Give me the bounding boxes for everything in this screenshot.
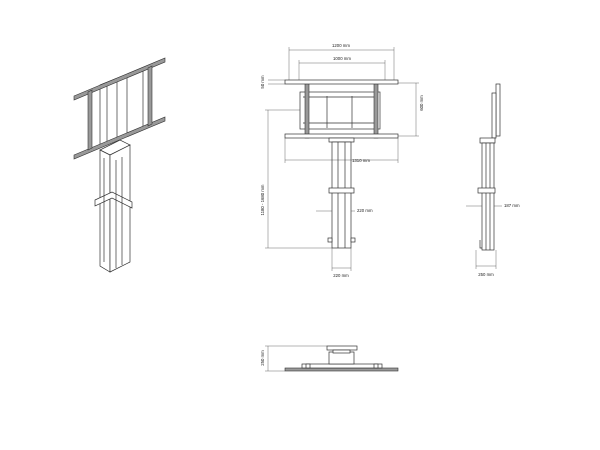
dim-top-depth: 250 mm: [260, 350, 265, 366]
dim-column-depth: 187 mm: [504, 203, 520, 208]
top-view: 250 mm: [260, 345, 399, 372]
side-view: 187 mm 250 mm: [466, 83, 520, 277]
dim-height-range: 1180 - 1680 mm: [260, 184, 265, 215]
dim-width-outer: 1200 mm: [332, 43, 350, 48]
dim-bar-height: 50 mm: [260, 75, 265, 89]
dim-column-width-mid: 220 mm: [357, 208, 373, 213]
dim-width-inner: 1000 mm: [333, 56, 351, 61]
isometric-view: [73, 57, 166, 273]
front-view: 1200 mm 1000 mm 50 mm 600 mm 1310 mm 118…: [260, 43, 424, 278]
dim-overall-width: 1310 mm: [352, 158, 370, 163]
dim-base-depth: 250 mm: [478, 272, 494, 277]
dim-column-width-base: 220 mm: [333, 273, 349, 278]
dim-vesa-height: 600 mm: [419, 95, 424, 111]
